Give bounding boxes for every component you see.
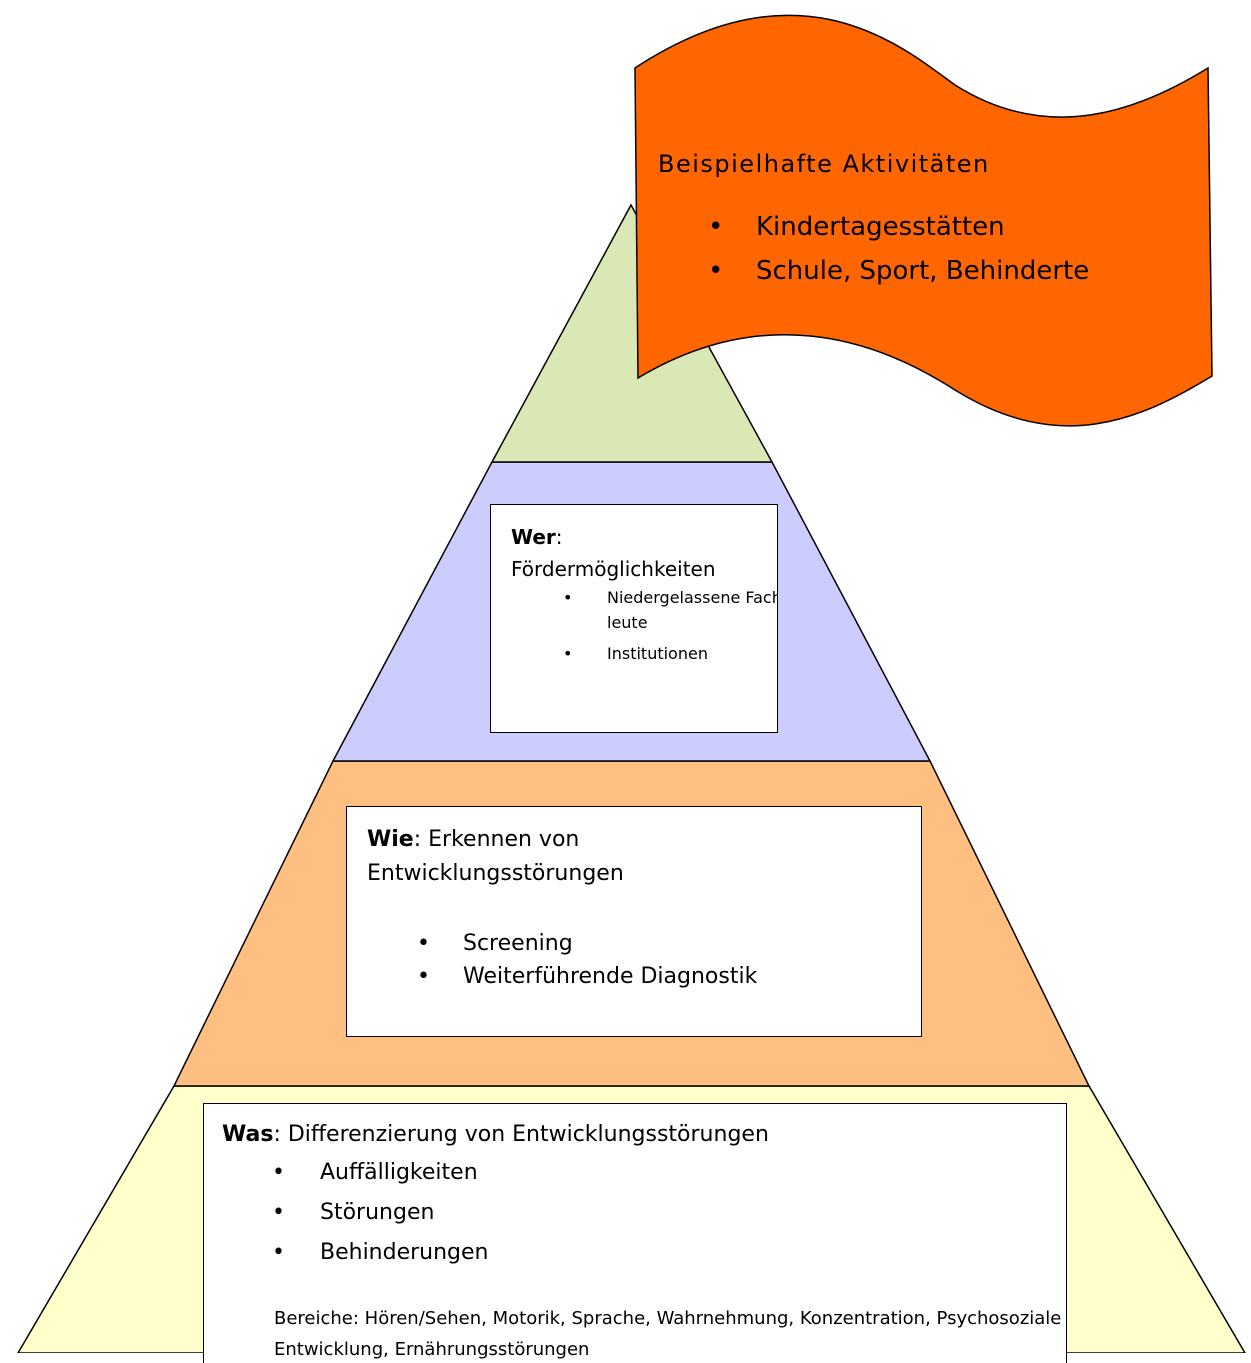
wie-heading: Wie: Erkennen von Entwicklungsstörungen	[367, 823, 667, 891]
list-item: Weiterführende Diagnostik	[417, 960, 921, 993]
wer-subtitle: Fördermöglichkeiten	[511, 557, 716, 581]
wer-label: Wer	[511, 525, 556, 549]
wer-list: Niedergelassene Fachleute Institutionen	[563, 585, 777, 666]
wer-text-box: Wer: Fördermöglichkeiten Niedergelassene…	[490, 504, 778, 733]
was-list: Auffälligkeiten Störungen Behinderungen	[272, 1153, 1066, 1273]
flag-activity-list: Kindertagesstätten Schule, Sport, Behind…	[708, 205, 1089, 293]
list-item: Niedergelassene Fachleute	[563, 585, 777, 635]
wie-label: Wie	[367, 827, 414, 852]
wer-colon: :	[555, 525, 563, 549]
wie-text-box: Wie: Erkennen von Entwicklungsstörungen …	[346, 806, 922, 1037]
list-item: Screening	[417, 927, 921, 960]
was-areas-text: Bereiche: Hören/Sehen, Motorik, Sprache,…	[274, 1308, 1062, 1360]
wie-list: Screening Weiterführende Diagnostik	[417, 927, 921, 993]
was-text-box: Was: Differenzierung von Entwicklungsstö…	[203, 1103, 1067, 1363]
list-item: Schule, Sport, Behinderte	[708, 249, 1089, 293]
was-text: : Differenzierung von Entwicklungsstörun…	[273, 1122, 769, 1147]
list-item: Auffälligkeiten	[272, 1153, 1066, 1193]
list-item: Institutionen	[563, 641, 777, 666]
was-label: Was	[222, 1122, 274, 1147]
list-item: Kindertagesstätten	[708, 205, 1089, 249]
was-heading: Was: Differenzierung von Entwicklungsstö…	[222, 1118, 1066, 1151]
wie-text: : Erkennen von Entwicklungsstörungen	[367, 827, 624, 886]
wer-heading: Wer:	[511, 523, 777, 551]
list-item: Störungen	[272, 1193, 1066, 1233]
list-item: Behinderungen	[272, 1233, 1066, 1273]
flag-title: Beispielhafte Aktivitäten	[658, 150, 990, 178]
